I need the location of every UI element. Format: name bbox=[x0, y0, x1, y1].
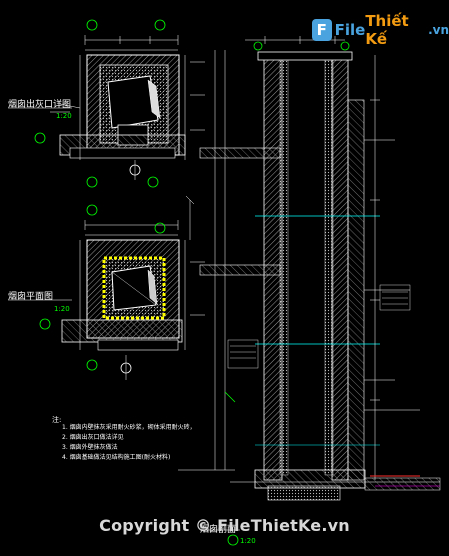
section-scale: 1:20 bbox=[240, 537, 256, 545]
plan-title: 烟囱平面图 bbox=[8, 292, 54, 302]
copyright-watermark: Copyright © FileThietKe.vn bbox=[99, 516, 350, 535]
plan-scale: 1:20 bbox=[54, 305, 70, 313]
ash-outlet-scale: 1:20 bbox=[56, 112, 72, 120]
filethietke-logo: F File Thiết Kế .vn bbox=[312, 12, 449, 48]
notes-heading: 注: bbox=[52, 416, 62, 424]
logo-icon: F bbox=[312, 19, 332, 41]
logo-text-thietke: Thiết Kế bbox=[365, 12, 409, 48]
ash-outlet-detail bbox=[8, 19, 205, 188]
chimney-plan-detail bbox=[8, 195, 205, 380]
section-title: 烟囱剖面 bbox=[200, 525, 237, 535]
logo-text-file: File bbox=[334, 21, 366, 39]
note-4: 4. 烟囱基础做法见结构施工图(耐火材料) bbox=[62, 454, 171, 461]
note-2: 2. 烟囱出灰口做法详见 bbox=[62, 434, 124, 441]
chimney-section bbox=[178, 36, 441, 546]
ash-outlet-title: 烟囱出灰口详图 bbox=[8, 100, 72, 110]
note-3: 3. 烟囱外壁抹灰做法 bbox=[62, 444, 118, 451]
logo-text-vn: .vn bbox=[428, 23, 449, 37]
note-1: 1. 烟囱内壁抹灰采用耐火砂浆，砌体采用耐火砖， bbox=[62, 424, 196, 431]
